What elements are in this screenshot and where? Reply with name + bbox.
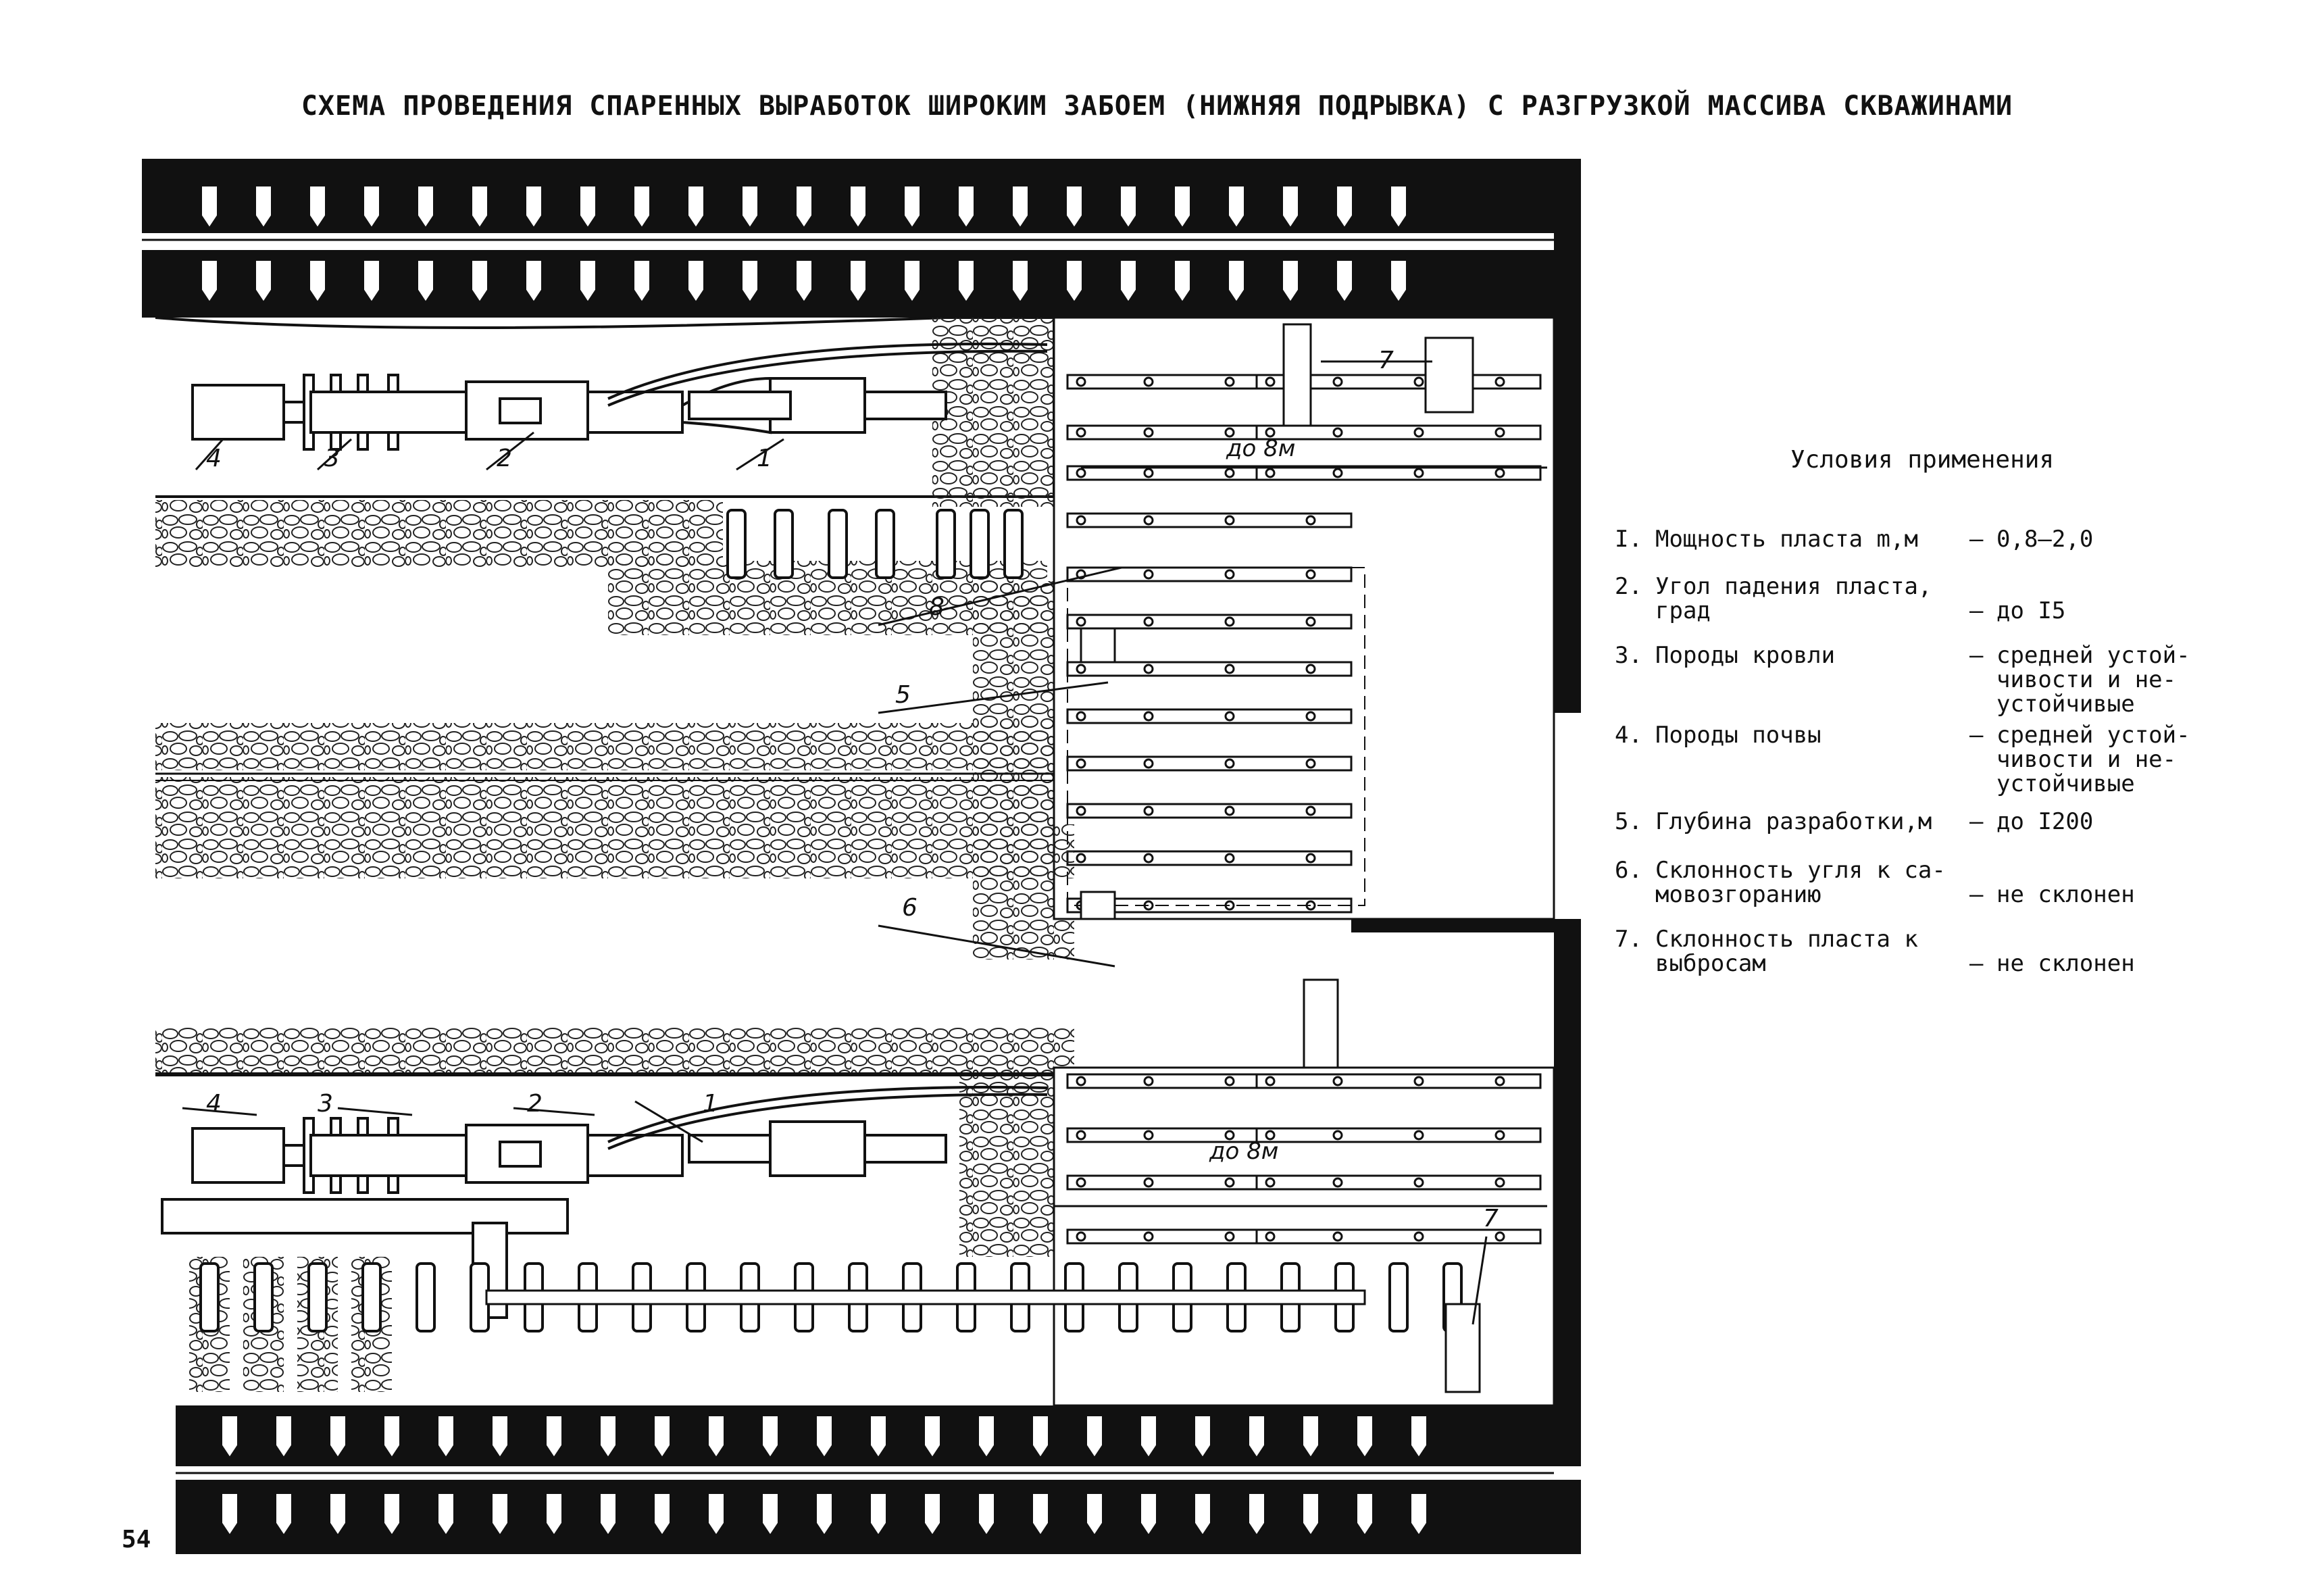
condition-value: до I5: [1996, 597, 2066, 624]
label-3-upper: 3: [324, 445, 340, 472]
condition-value: средней устой- чивости и не- устойчивые: [1996, 642, 2190, 718]
condition-label: Породы почвы: [1655, 722, 1821, 749]
condition-number: 6.: [1615, 857, 1642, 884]
condition-dash: –: [1969, 526, 1984, 553]
label-6: 6: [902, 894, 917, 922]
face-support-beams: [1053, 316, 1555, 1299]
label-5: 5: [895, 681, 911, 709]
condition-dash: –: [1969, 808, 1984, 835]
label-4-upper: 4: [206, 445, 222, 472]
condition-value: до I200: [1996, 808, 2094, 835]
condition-dash: –: [1969, 950, 1984, 977]
legend-heading: Условия применения: [1790, 446, 2055, 474]
label-7-upper: 7: [1378, 347, 1394, 374]
lower-equipment-train: [161, 1086, 1048, 1319]
condition-label: Глубина разработки,м: [1655, 808, 1932, 835]
lower-working: [155, 824, 1555, 1407]
condition-number: 4.: [1615, 722, 1642, 749]
condition-number: 3.: [1615, 642, 1642, 669]
leader-lines: [182, 360, 1547, 1325]
label-2-lower: 2: [527, 1090, 543, 1118]
condition-value: не склонен: [1996, 950, 2135, 977]
condition-label: Мощность пласта m,м: [1655, 526, 1918, 553]
label-4-lower: 4: [206, 1090, 222, 1118]
condition-value: средней устой- чивости и не- устойчивые: [1996, 722, 2190, 797]
lower-props: [189, 1257, 1481, 1393]
condition-value: не склонен: [1996, 881, 2135, 908]
label-1-upper: 1: [757, 445, 772, 472]
condition-value: 0,8–2,0: [1996, 526, 2094, 553]
distance-label-upper: до 8м: [1226, 435, 1295, 462]
condition-dash: –: [1969, 597, 1984, 624]
condition-dash: –: [1969, 881, 1984, 908]
label-7-lower: 7: [1483, 1205, 1499, 1232]
condition-dash: –: [1969, 642, 1984, 669]
page-title: СХЕМА ПРОВЕДЕНИЯ СПАРЕННЫХ ВЫРАБОТОК ШИР…: [301, 91, 2013, 122]
label-8: 8: [929, 593, 945, 621]
condition-label: Породы кровли: [1655, 642, 1836, 669]
condition-dash: –: [1969, 722, 1984, 749]
diagram-labels: 1 2 3 4 5 6 8 7 7 1 2 3 4 до 8м до 8м: [206, 347, 1499, 1232]
distance-label-lower: до 8м: [1209, 1138, 1278, 1165]
condition-label: Угол падения пласта, град: [1655, 573, 1932, 624]
condition-label: Склонность угля к са- мовозгоранию: [1655, 857, 1946, 908]
label-3-lower: 3: [318, 1090, 333, 1118]
condition-number: 7.: [1615, 926, 1642, 953]
label-2-upper: 2: [497, 445, 512, 472]
page-number: 54: [122, 1526, 151, 1553]
label-1-lower: 1: [703, 1090, 718, 1118]
condition-number: 5.: [1615, 808, 1642, 835]
upper-equipment-train: [191, 343, 1048, 451]
condition-number: 2.: [1615, 573, 1642, 600]
condition-number: I.: [1615, 526, 1642, 553]
condition-label: Склонность пласта к выбросам: [1655, 926, 1918, 977]
